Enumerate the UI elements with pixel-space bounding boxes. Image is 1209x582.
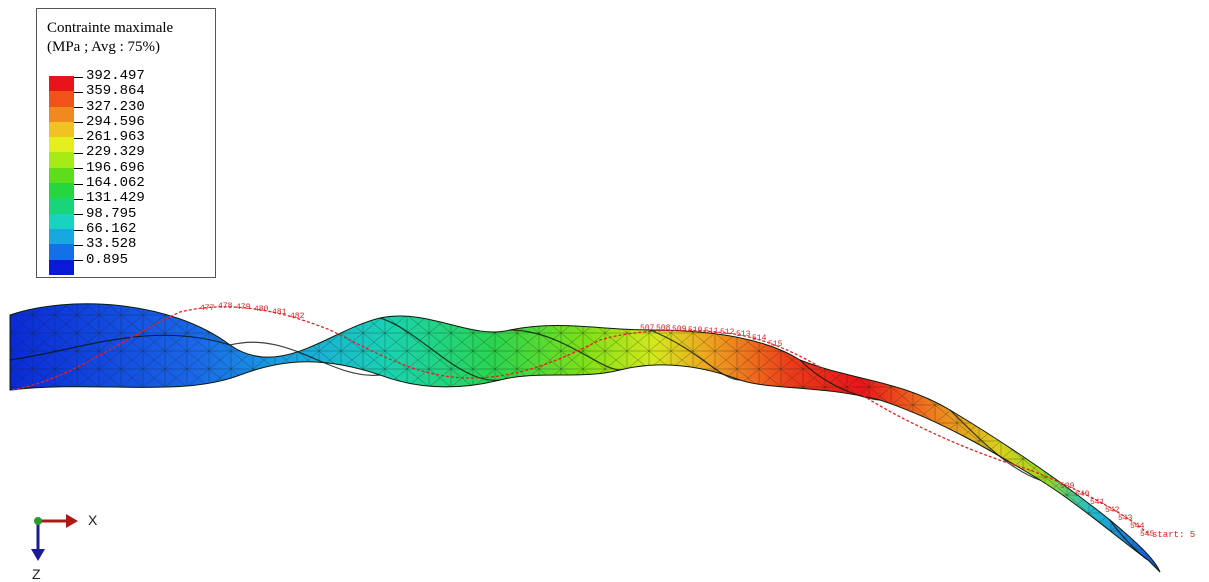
axis-triad <box>31 514 78 561</box>
legend-tick-label: 33.528 <box>74 236 145 252</box>
legend-swatch <box>49 167 74 184</box>
node-number: 481 <box>272 308 287 317</box>
z-axis-arrowhead <box>31 549 45 561</box>
legend-swatch <box>49 213 74 229</box>
legend-tick-label: 0.895 <box>74 252 145 268</box>
node-number: 515 <box>768 340 783 349</box>
legend-swatch <box>49 259 74 275</box>
node-number: 514 <box>752 334 767 343</box>
x-axis-label: X <box>88 512 98 528</box>
legend-tick-label: 196.696 <box>74 160 145 176</box>
legend-tick-label: 164.062 <box>74 175 145 191</box>
twisted-strand <box>9 303 1161 573</box>
y-axis-dot <box>34 517 42 525</box>
legend-swatch <box>49 137 74 153</box>
legend-tick-label: 66.162 <box>74 221 145 237</box>
node-number: 510 <box>688 326 703 335</box>
node-number: 545 <box>1140 530 1155 539</box>
node-number: 478 <box>218 302 233 311</box>
node-number: 541 <box>1090 498 1105 507</box>
path-start-label: start: 5 <box>1152 530 1196 540</box>
legend-title-line2: (MPa ; Avg : 75%) <box>47 39 161 55</box>
legend-swatch <box>49 183 74 199</box>
node-number: 540 <box>1075 490 1090 499</box>
node-number: 513 <box>736 330 751 339</box>
legend-swatch <box>49 198 74 214</box>
legend-swatch <box>49 244 74 260</box>
legend-tick-label: 392.497 <box>74 68 145 84</box>
legend-tick-label: 294.596 <box>74 114 145 130</box>
color-scale <box>49 76 74 275</box>
legend-swatch <box>49 106 74 122</box>
legend-swatch <box>49 228 74 245</box>
node-number: 511 <box>704 327 719 336</box>
legend-swatch <box>49 76 74 92</box>
legend-title-line1: Contrainte maximale <box>47 20 174 36</box>
node-number: 508 <box>656 324 671 333</box>
legend-swatch <box>49 91 74 107</box>
node-number: 482 <box>290 312 305 321</box>
legend-swatch <box>49 121 74 138</box>
legend-swatch <box>49 152 74 168</box>
legend-tick-label: 359.864 <box>74 83 145 99</box>
stress-legend: Contrainte maximale (MPa ; Avg : 75%) 39… <box>36 8 216 278</box>
z-axis-label: Z <box>32 566 41 582</box>
node-number: 539 <box>1060 482 1075 491</box>
node-number: 543 <box>1118 514 1133 523</box>
legend-tick-label: 261.963 <box>74 129 145 145</box>
node-number: 477 <box>200 304 215 313</box>
node-number: 507 <box>640 324 655 333</box>
x-axis-arrowhead <box>66 514 78 528</box>
node-number: 542 <box>1105 506 1120 515</box>
node-number: 544 <box>1130 522 1145 531</box>
legend-tick-label: 98.795 <box>74 206 145 222</box>
legend-title: Contrainte maximale (MPa ; Avg : 75%) <box>47 19 173 57</box>
node-number: 480 <box>254 305 269 314</box>
node-number: 509 <box>672 325 687 334</box>
legend-tick-label: 131.429 <box>74 191 145 206</box>
legend-tick-label: 229.329 <box>74 145 145 160</box>
node-number: 512 <box>720 328 735 337</box>
node-number: 479 <box>236 303 251 312</box>
legend-tick-label: 327.230 <box>74 99 145 115</box>
